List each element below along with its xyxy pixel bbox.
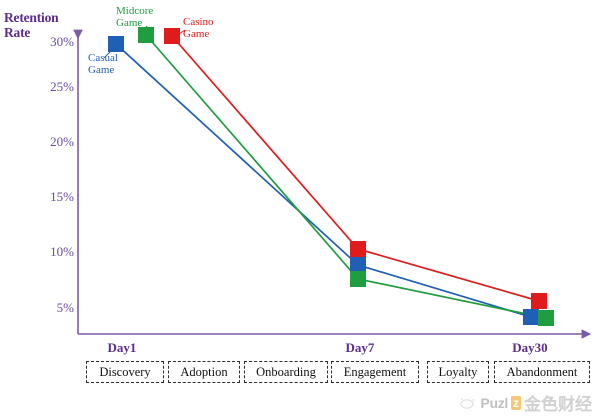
y-tick-15: 15% [50,189,74,204]
series-label-midcore-game: Midcore Game [116,5,153,29]
watermark-latin-text: Puzl [480,394,508,411]
series-label-casino-game: Casino Game [183,16,214,40]
data-marker-casual-day7 [350,257,366,273]
data-marker-casual-day1 [108,36,124,52]
y-tick-10: 10% [50,244,74,259]
series-label-midcore-line2: Game [116,17,143,29]
watermark-badge: z [511,395,521,410]
stage-box-engagement[interactable]: Engagement [331,361,419,383]
data-marker-casino-day30 [531,293,547,309]
x-tick-day30: Day30 [512,340,548,355]
series-label-casual-line2: Game [88,64,115,76]
series-line-casual-game [115,43,532,318]
x-tick-day7: Day7 [345,340,375,355]
series-label-casual-line1: Casual [88,52,118,64]
series-label-casino-line1: Casino [183,16,214,28]
data-marker-casino-day1 [164,28,180,44]
y-axis-title-line2: Rate [4,25,31,40]
x-tick-day1: Day1 [107,340,137,355]
stage-box-loyalty[interactable]: Loyalty [427,361,489,383]
y-tick-25: 25% [50,79,74,94]
data-marker-midcore-day1 [138,27,154,43]
watermark-chinese-text: 金色财经 [524,395,592,414]
data-marker-midcore-day7 [350,271,366,287]
y-axis-title: Retention Rate [4,10,76,40]
y-tick-5: 5% [56,300,74,315]
y-tick-20: 20% [50,134,74,149]
data-marker-casino-day7 [350,241,366,257]
series-line-midcore-game [145,34,547,319]
cloud-icon [460,397,476,409]
y-axis-title-line1: Retention [4,10,59,25]
stage-box-adoption[interactable]: Adoption [168,361,240,383]
stage-box-onboarding[interactable]: Onboarding [244,361,328,383]
stage-box-discovery[interactable]: Discovery [86,361,164,383]
series-label-casual-game: Casual Game [88,52,118,76]
series-label-casino-line2: Game [183,28,210,40]
watermark: Puzl z 金色财经 [460,390,592,415]
data-marker-casual-day30 [523,309,539,325]
y-tick-30: 30% [50,34,74,49]
series-label-midcore-line1: Midcore [116,5,154,17]
data-marker-midcore-day30 [538,310,554,326]
stage-box-abandonment[interactable]: Abandonment [494,361,590,383]
